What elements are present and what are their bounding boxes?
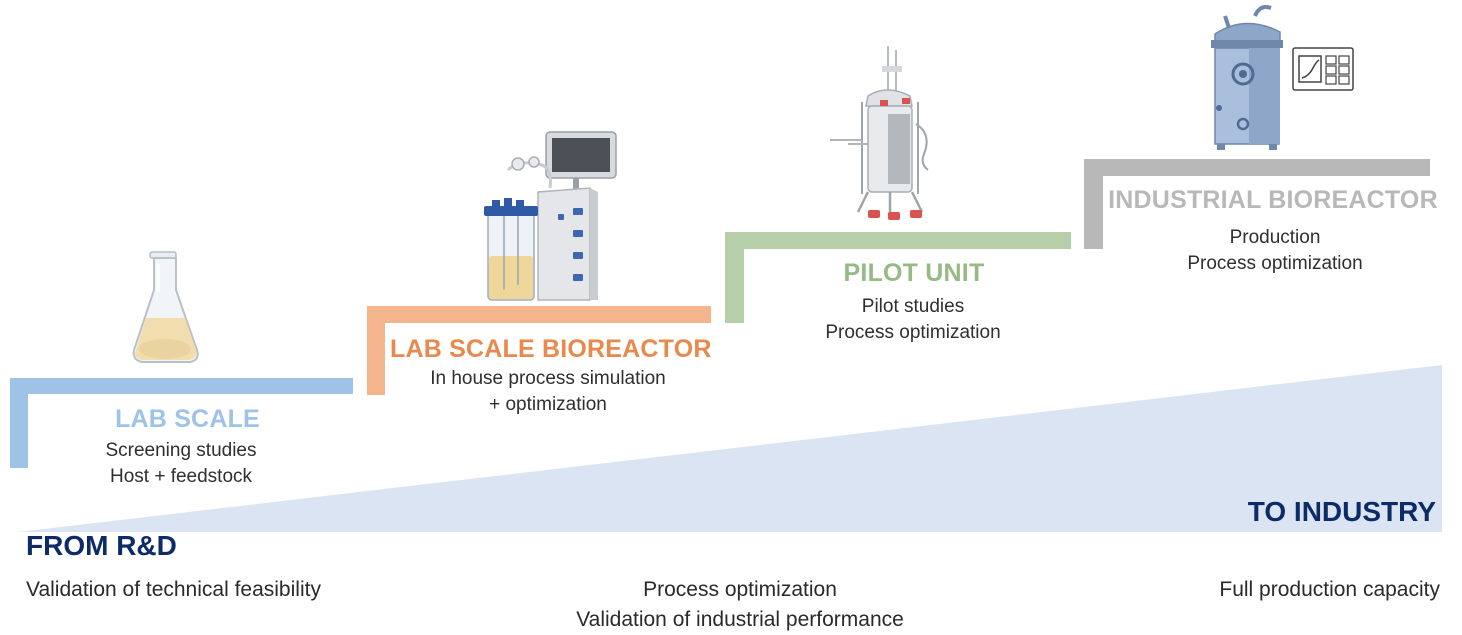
bottom-center-text-1: Process optimization <box>643 578 837 601</box>
industrial-step <box>1084 159 1430 176</box>
bottom-left-text: Validation of technical feasibility <box>26 578 321 601</box>
industrial-title: INDUSTRIAL BIOREACTOR <box>1108 186 1438 214</box>
lab-scale-title: LAB SCALE <box>115 405 260 433</box>
lab-scale-line-2: Host + feedstock <box>109 466 253 487</box>
lab-bioreactor-step <box>367 306 711 323</box>
pilot-unit-step-riser <box>725 232 744 323</box>
lab-scale-step <box>10 378 353 394</box>
pilot-bioreactor-icon <box>830 46 929 220</box>
lab-bioreactor-title: LAB SCALE BIOREACTOR <box>390 335 712 363</box>
lab-bioreactor-line-1: In house process simulation <box>430 368 666 389</box>
industrial-step-riser <box>1084 159 1103 249</box>
industrial-bioreactor-icon <box>1211 5 1354 150</box>
industrial-line-2: Process optimization <box>1187 253 1363 274</box>
pilot-unit-line-2: Process optimization <box>825 322 1001 343</box>
bottom-right-text: Full production capacity <box>1219 578 1440 601</box>
bottom-center-text-2: Validation of industrial performance <box>576 608 904 631</box>
lab-bioreactor-line-2: + optimization <box>489 394 607 415</box>
pilot-unit-step <box>725 232 1071 249</box>
erlenmeyer-flask-icon <box>132 251 199 363</box>
lab-scale-line-1: Screening studies <box>105 440 257 461</box>
to-industry-label: TO INDUSTRY <box>1247 496 1436 527</box>
from-rd-label: FROM R&D <box>26 530 177 561</box>
benchtop-bioreactor-icon <box>484 131 617 301</box>
pilot-unit-title: PILOT UNIT <box>843 259 985 287</box>
industrial-line-1: Production <box>1229 227 1321 248</box>
pilot-unit-line-1: Pilot studies <box>861 296 965 317</box>
lab-bioreactor-step-riser <box>367 306 385 395</box>
lab-scale-step-riser <box>10 378 28 468</box>
